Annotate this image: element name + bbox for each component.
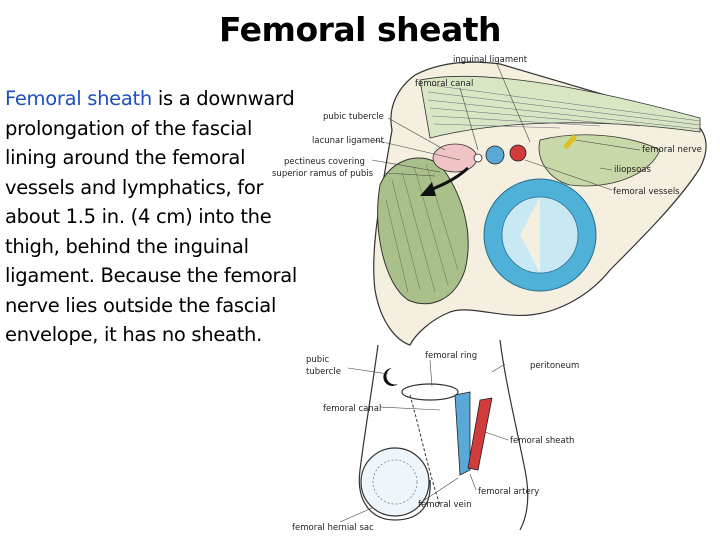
label-femoral-hernial-sac: femoral hernial sac: [292, 523, 374, 533]
peritoneum-contour: [358, 344, 431, 521]
bottom-leader-lines: [339, 359, 509, 523]
label-femoral-canal-top: femoral canal: [415, 79, 473, 89]
lymphatic-node: [473, 153, 483, 163]
slide-title: Femoral sheath: [218, 10, 502, 49]
label-tubercle: tubercle: [306, 367, 341, 377]
bottom-figure: pubic tubercle femoral ring peritoneum f…: [292, 339, 579, 533]
acetabulum-notch: [520, 197, 540, 273]
label-femoral-canal-bottom: femoral canal: [323, 404, 381, 414]
label-pubic-tubercle-top: pubic tubercle: [323, 112, 384, 122]
iliopsoas-muscle: [538, 134, 661, 187]
label-femoral-nerve: femoral nerve: [642, 145, 702, 155]
peritoneum-right: [499, 339, 529, 531]
crescent-mark: [383, 368, 398, 386]
label-femoral-vein: femoral vein: [418, 500, 471, 510]
label-femoral-vessels: femoral vessels: [613, 187, 680, 197]
sheath-left-line: [409, 394, 441, 506]
label-iliopsoas: iliopsoas: [614, 165, 652, 175]
hernial-sac: [360, 447, 430, 517]
label-femoral-ring: femoral ring: [425, 351, 477, 361]
femoral-artery-bottom: [467, 397, 493, 471]
femoral-ring-ellipse: [401, 383, 459, 401]
label-pubic: pubic: [306, 355, 330, 365]
top-leader-lines: [371, 63, 641, 191]
label-inguinal-ligament: inguinal ligament: [453, 55, 528, 65]
body-paragraph: Femoral sheath is a downward prolongatio…: [5, 84, 297, 350]
hernia-arrow-head: [420, 182, 436, 196]
femoral-vein-top: [485, 145, 505, 165]
label-pectineus-covering: pectineus covering: [284, 157, 365, 167]
label-femoral-sheath: femoral sheath: [510, 436, 574, 446]
muscle-striations: [385, 163, 459, 293]
inguinal-ligament-band: [419, 75, 701, 139]
label-femoral-artery: femoral artery: [478, 487, 539, 497]
label-lacunar-ligament: lacunar ligament: [312, 136, 385, 146]
hernial-sac-inner: [372, 459, 418, 505]
lead-term: Femoral sheath: [5, 87, 152, 110]
femoral-nerve-mark: [563, 134, 577, 150]
body-text: is a downward prolongation of the fascia…: [5, 87, 297, 346]
pubic-bone-section: [432, 143, 478, 173]
label-superior-ramus: superior ramus of pubis: [272, 169, 374, 179]
label-peritoneum: peritoneum: [530, 361, 579, 371]
top-figure: inguinal ligament femoral canal pubic tu…: [272, 55, 707, 346]
femoral-vein-bottom: [454, 391, 471, 476]
ligament-striations: [427, 84, 701, 130]
pectineus-muscle: [377, 157, 469, 305]
femoral-artery-top: [509, 144, 527, 162]
